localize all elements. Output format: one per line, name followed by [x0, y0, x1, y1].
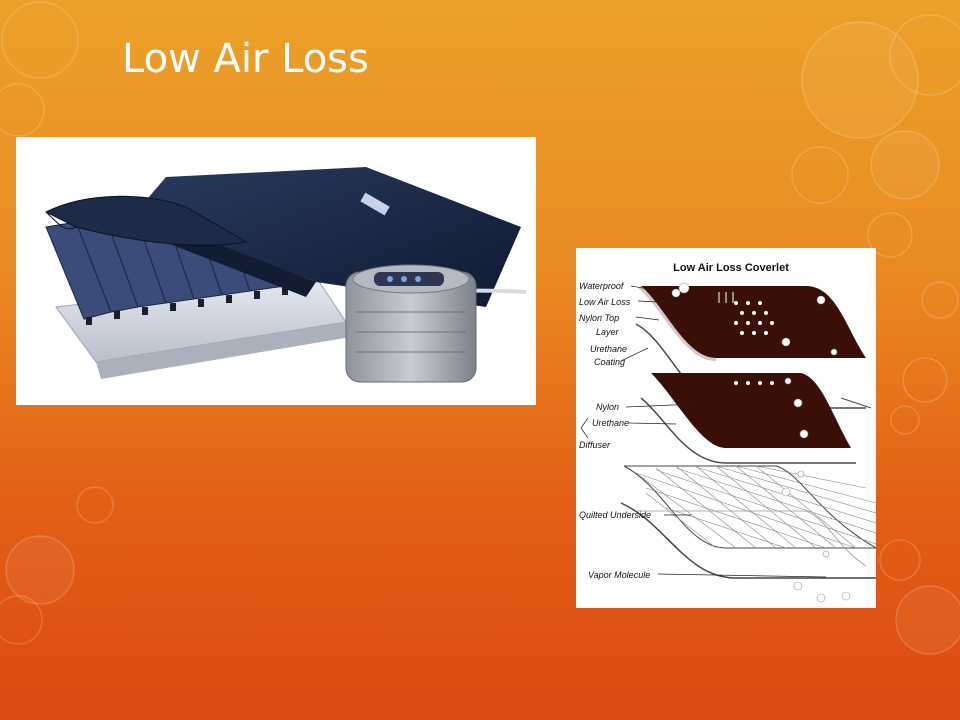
label-quilted-underside: Quilted Underside: [579, 510, 651, 520]
coverlet-layers-illustration: Low Air Loss Coverlet: [579, 262, 876, 603]
air-mattress-illustration: [44, 167, 527, 383]
diagram-title: Low Air Loss Coverlet: [673, 262, 789, 274]
label-diffuser: Diffuser: [579, 440, 611, 450]
label-waterproof: Waterproof: [579, 281, 625, 291]
mattress-photo: [16, 137, 536, 405]
label-low-air-loss: Low Air Loss: [579, 297, 631, 307]
label-nylon-top-layer: Layer: [596, 327, 620, 337]
label-urethane-2: Urethane: [592, 418, 629, 428]
label-vapor-molecule: Vapor Molecule: [588, 570, 650, 580]
label-urethane: Urethane: [590, 344, 627, 354]
label-nylon: Nylon: [596, 402, 619, 412]
slide-title: Low Air Loss: [122, 36, 369, 82]
coverlet-diagram: Low Air Loss Coverlet: [576, 248, 876, 608]
label-coating: Coating: [594, 357, 625, 367]
label-nylon-top: Nylon Top: [579, 313, 619, 323]
